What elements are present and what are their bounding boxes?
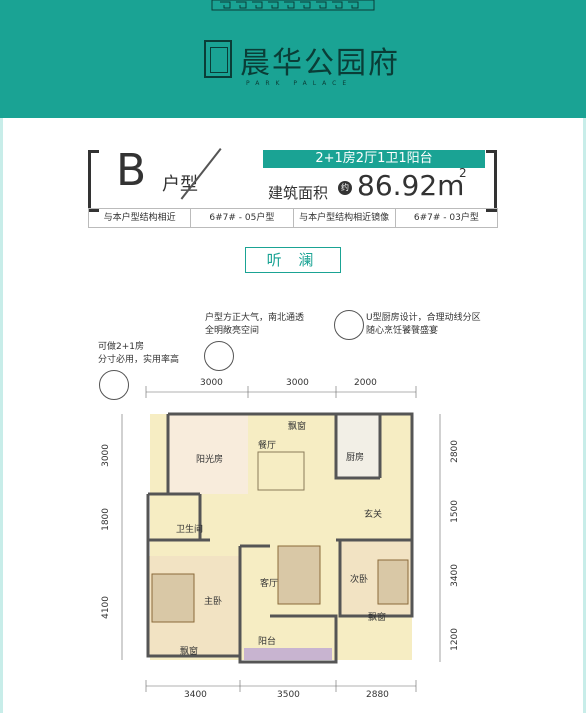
feature-text: 随心烹饪饕餮盛宴	[366, 326, 439, 336]
room-label: 厨房	[346, 453, 365, 463]
dim-right: 3400	[450, 564, 460, 587]
layout-badge: 2+1房2厅1卫1阳台	[263, 150, 485, 168]
unit-letter: B	[116, 145, 147, 196]
feature-mid: 户型方正大气，南北通透 全明敞亮空间	[205, 312, 304, 338]
feature-text: 全明敞亮空间	[205, 326, 260, 336]
room-label: 玄关	[364, 510, 383, 520]
feature-left: 可做2+1房 分寸必用，实用率高	[98, 341, 179, 367]
dim-right: 2800	[450, 440, 460, 463]
right-border	[583, 118, 586, 713]
dim-top: 2000	[354, 378, 377, 388]
feature-text: U型厨房设计，合理动线分区	[366, 313, 481, 323]
dim-bottom: 3500	[277, 690, 300, 700]
cookware-icon	[334, 310, 364, 340]
room-label: 飘窗	[180, 647, 199, 657]
reference-cell: 与本户型结构相近	[89, 209, 192, 227]
reference-table: 与本户型结构相近 6#7# - 05户型 与本户型结构相近镜像 6#7# - 0…	[88, 208, 498, 228]
feature-text: 户型方正大气，南北通透	[205, 313, 305, 323]
plan-name-tag: 听 澜	[245, 247, 341, 273]
reference-cell: 6#7# - 03户型	[413, 213, 479, 223]
feature-text: 分寸必用，实用率高	[98, 355, 180, 365]
room-label: 餐厅	[258, 441, 277, 451]
dim-top: 3000	[286, 378, 309, 388]
brand-subtitle: PARK PALACE	[246, 80, 353, 87]
plan-name: 听 澜	[266, 251, 320, 269]
room-label: 客厅	[260, 579, 279, 589]
room-label: 主卧	[204, 597, 223, 607]
approx-tag: 约	[338, 181, 352, 195]
room-label: 阳光房	[196, 455, 224, 465]
room-label: 飘窗	[288, 422, 307, 432]
feature-right: U型厨房设计，合理动线分区 随心烹饪饕餮盛宴	[366, 312, 481, 338]
feature-text: 可做2+1房	[98, 342, 144, 352]
dim-left: 3000	[101, 444, 111, 467]
grid-floor-icon	[99, 370, 129, 400]
area-unit-sup: 2	[459, 166, 467, 180]
room-label: 飘窗	[368, 613, 387, 623]
dim-left: 1800	[101, 508, 111, 531]
reference-cell: 6#7# - 05户型	[191, 209, 294, 227]
brand-name: 晨华公园府	[240, 46, 400, 81]
dim-bottom: 3400	[184, 690, 207, 700]
room-label: 次卧	[350, 575, 369, 585]
dim-right: 1500	[450, 500, 460, 523]
logo-seal-icon	[204, 40, 232, 78]
reference-cell: 与本户型结构相近镜像	[294, 209, 396, 227]
left-border	[0, 118, 3, 713]
area-value: 86.92m	[357, 169, 465, 202]
room-label: 卫生间	[176, 525, 204, 535]
dim-right: 1200	[450, 628, 460, 651]
dim-left: 4100	[101, 596, 111, 619]
fret-pattern-icon	[211, 0, 375, 11]
sofa-icon	[204, 341, 234, 371]
dim-top: 3000	[200, 378, 223, 388]
brand-header: 晨华公园府 PARK PALACE	[0, 0, 586, 118]
dim-bottom: 2880	[366, 690, 389, 700]
room-label: 阳台	[258, 637, 277, 647]
right-bracket	[486, 150, 497, 212]
left-bracket	[88, 150, 99, 212]
area-label: 建筑面积	[268, 184, 329, 202]
